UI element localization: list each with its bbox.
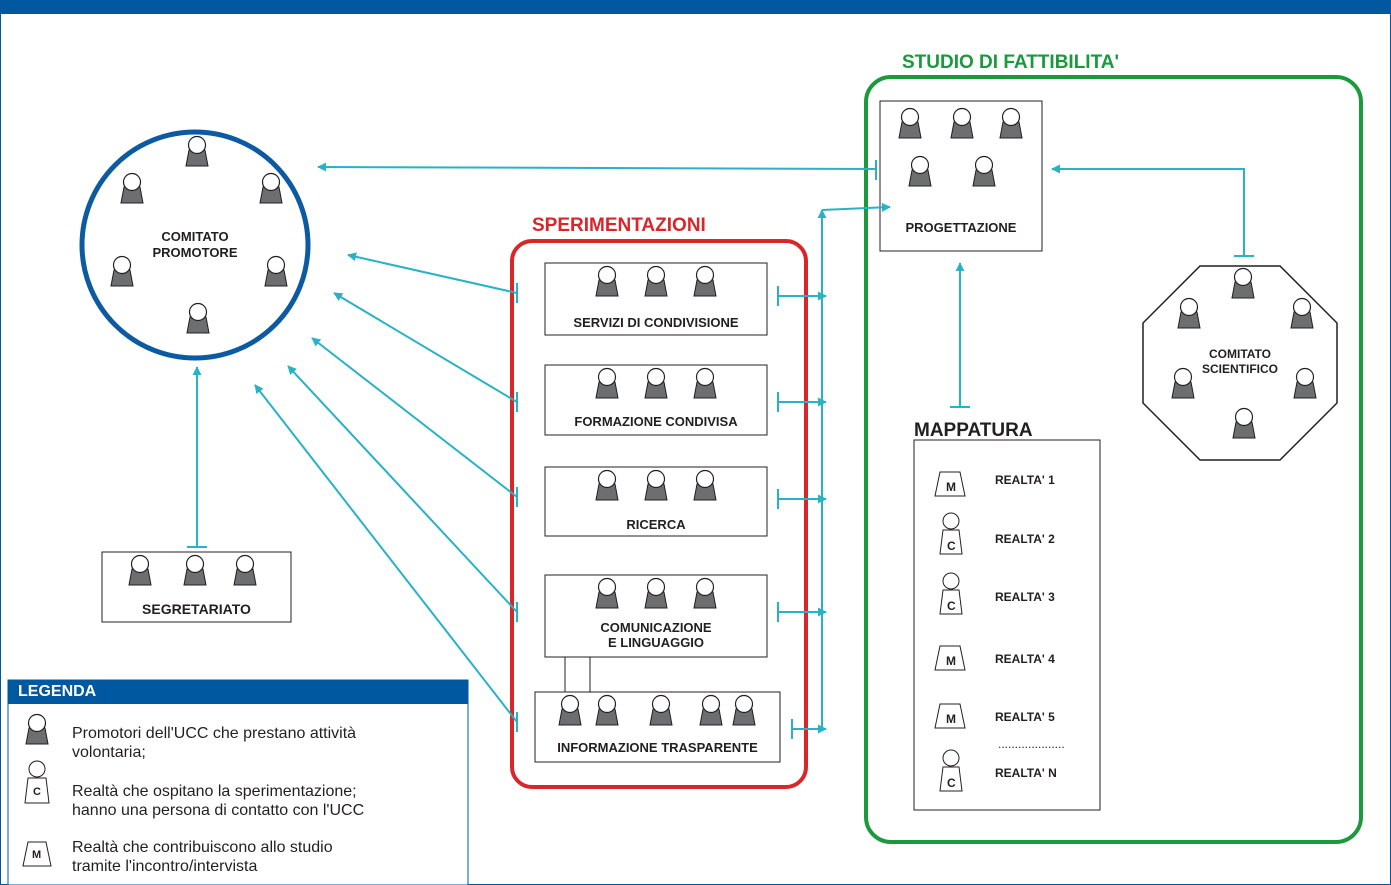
legenda-badge-m: M — [32, 849, 42, 861]
comitato-promotore-label: COMITATO PROMOTORE — [130, 229, 260, 261]
realta-n-label: REALTA' N — [995, 766, 1057, 780]
realta-4-label: REALTA' 4 — [995, 652, 1055, 666]
servizi-label: SERVIZI DI CONDIVISIONE — [573, 315, 739, 330]
formazione-label: FORMAZIONE CONDIVISA — [574, 414, 738, 429]
mappatura-badge-6: C — [947, 776, 956, 790]
legenda-item-3-line1: Realtà che contribuiscono allo studio — [72, 839, 333, 856]
legenda-header — [8, 680, 468, 704]
realta-5-label: REALTA' 5 — [995, 710, 1055, 724]
legenda-item-2-line1: Realtà che ospitano la sperimentazione; — [72, 783, 357, 800]
connectors — [187, 160, 1254, 739]
legenda-title: LEGENDA — [18, 683, 97, 700]
comunicazione-line1: COMUNICAZIONE — [600, 620, 712, 635]
mappatura-icons — [934, 471, 966, 792]
mappatura-badge-4: M — [946, 654, 956, 668]
studio-title: STUDIO DI FATTIBILITA' — [902, 52, 1120, 73]
segretariato-people — [128, 554, 257, 586]
mappatura-badge-2: C — [947, 539, 956, 553]
legenda-box — [7, 679, 469, 885]
comitato-scientifico-label: COMITATO SCIENTIFICO — [1180, 347, 1300, 377]
informazione-label: INFORMAZIONE TRASPARENTE — [557, 740, 758, 755]
mappatura-box — [913, 439, 1101, 811]
mappatura-badge-3: C — [947, 599, 956, 613]
mappatura-ellipsis: .................... — [998, 737, 1065, 751]
progettazione-label: PROGETTAZIONE — [905, 220, 1017, 235]
legenda-item-1: Promotori dell'UCC che prestano attività… — [72, 724, 356, 762]
comitato-scientifico-line2: SCIENTIFICO — [1201, 362, 1278, 376]
legenda-item-1-line2: volontaria; — [72, 744, 146, 761]
realta-1-label: REALTA' 1 — [995, 473, 1055, 487]
legenda-item-1-line1: Promotori dell'UCC che prestano attività — [72, 725, 357, 742]
legenda-item-2: Realtà che ospitano la sperimentazione; … — [72, 782, 364, 820]
mappatura-title: MAPPATURA — [914, 420, 1033, 441]
sperimentazioni-title: SPERIMENTAZIONI — [532, 215, 706, 236]
realta-2-label: REALTA' 2 — [995, 532, 1055, 546]
legenda-icons — [22, 713, 52, 867]
connector-block — [564, 656, 591, 693]
comunicazione-label: COMUNICAZIONE E LINGUAGGIO — [545, 620, 767, 650]
comunicazione-line2: E LINGUAGGIO — [607, 635, 705, 650]
segretariato-label: SEGRETARIATO — [142, 601, 251, 617]
comitato-promotore-line1: COMITATO — [161, 229, 229, 244]
mappatura-badge-1: M — [946, 480, 956, 494]
legenda-badge-c: C — [33, 786, 41, 798]
legenda-item-3: Realtà che contribuiscono allo studio tr… — [72, 838, 333, 876]
header-bar — [0, 0, 1391, 14]
comitato-promotore-line2: PROMOTORE — [152, 245, 238, 260]
legenda-item-2-line2: hanno una persona di contatto con l'UCC — [72, 802, 365, 819]
realta-3-label: REALTA' 3 — [995, 590, 1055, 604]
mappatura-badge-5: M — [946, 712, 956, 726]
comitato-scientifico-line1: COMITATO — [1209, 347, 1271, 361]
ricerca-label: RICERCA — [626, 517, 686, 532]
legenda-item-3-line2: tramite l'incontro/intervista — [72, 858, 258, 875]
